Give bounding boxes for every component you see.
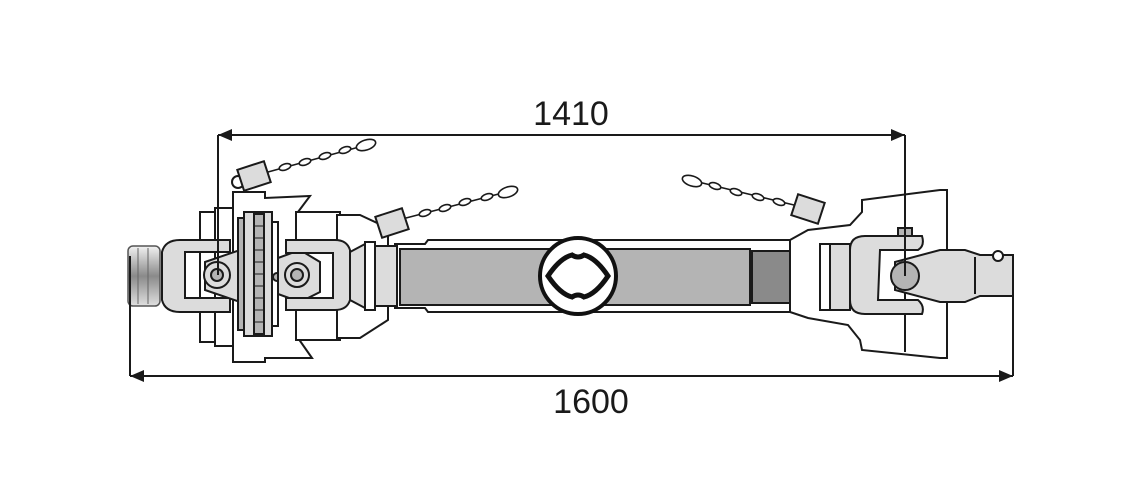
arrowhead-right — [891, 129, 905, 141]
arrowhead-left — [218, 129, 232, 141]
dimension-label-1410: 1410 — [533, 95, 609, 133]
safety-chain-right — [681, 174, 826, 226]
dimension-line-1600 — [129, 256, 1014, 382]
right-yoke — [849, 227, 1014, 315]
arrowhead-left — [130, 370, 144, 382]
left-splined-hub — [127, 245, 161, 307]
safety-chain-middle — [374, 185, 519, 240]
tube-profile-icon — [538, 236, 618, 316]
friction-clutch — [237, 211, 282, 337]
arrowhead-right — [999, 370, 1013, 382]
safety-chain-left — [231, 138, 377, 193]
dimension-label-1600: 1600 — [553, 383, 629, 421]
dimension-line-1410 — [217, 129, 906, 276]
second-yoke — [277, 239, 398, 311]
